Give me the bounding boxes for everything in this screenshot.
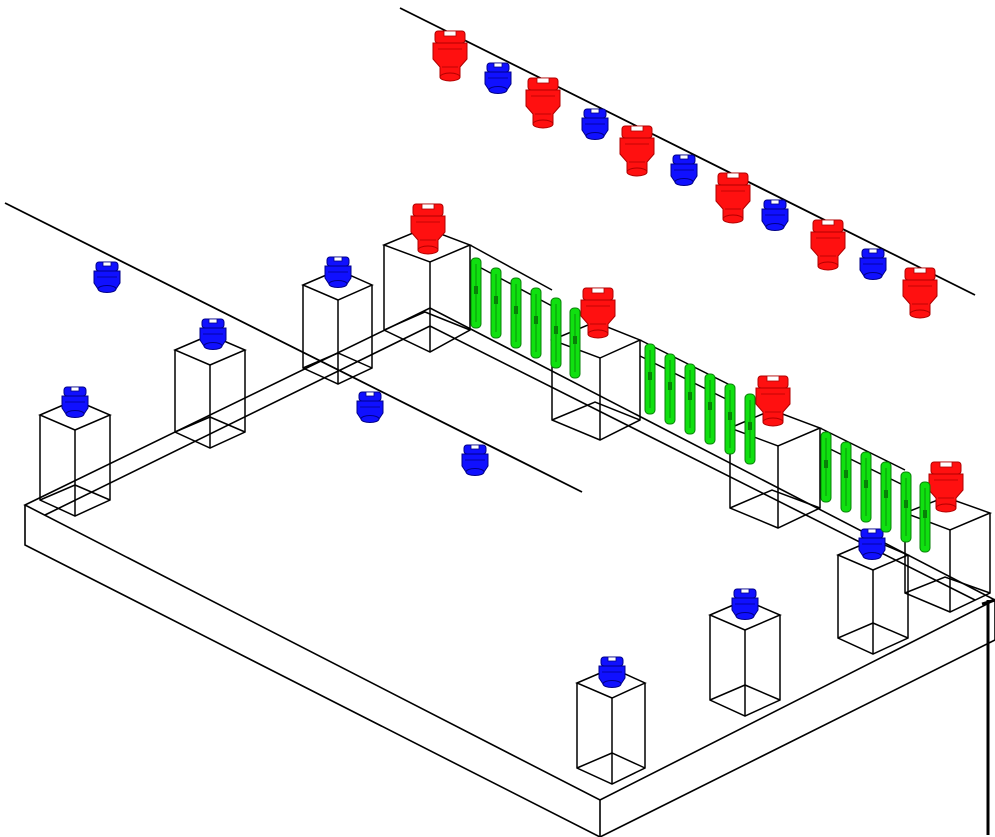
- led-bar-green-icon: [644, 343, 656, 415]
- led-bar-green-icon: [840, 441, 852, 513]
- spot-light-blue-icon: [199, 318, 227, 350]
- spot-light-blue-icon: [670, 154, 698, 186]
- led-bar-green-icon: [880, 461, 892, 533]
- led-bar-green-icon: [470, 257, 482, 329]
- spot-light-blue-icon: [356, 391, 384, 423]
- spot-light-blue-icon: [761, 199, 789, 231]
- led-bar-green-icon: [919, 481, 931, 553]
- stand-4: [381, 227, 473, 353]
- stand-7: [902, 496, 993, 613]
- led-bar-green-icon: [900, 471, 912, 543]
- spot-light-blue-icon: [93, 261, 121, 293]
- spot-light-blue-icon: [61, 386, 89, 418]
- led-bar-green-icon: [724, 383, 736, 455]
- led-bar-green-icon: [684, 363, 696, 435]
- spot-light-blue-icon: [858, 528, 886, 560]
- spot-light-blue-icon: [581, 108, 609, 140]
- stand-2: [173, 334, 247, 449]
- led-bar-green-icon: [744, 393, 756, 465]
- led-bar-green-icon: [550, 297, 562, 369]
- truss-lines: [4, 7, 976, 493]
- led-bar-green-icon: [569, 307, 581, 379]
- led-bar-green-icon: [704, 373, 716, 445]
- spot-light-blue-icon: [598, 656, 626, 688]
- led-bar-green-icon: [820, 431, 832, 503]
- spot-light-blue-icon: [484, 62, 512, 94]
- led-bar-green-icon: [664, 353, 676, 425]
- led-bar-green-icon: [860, 451, 872, 523]
- spot-light-blue-icon: [859, 248, 887, 280]
- spot-light-blue-icon: [461, 444, 489, 476]
- led-bar-green-icon: [510, 277, 522, 349]
- led-bar-green-icon: [530, 287, 542, 359]
- led-bar-green-icon: [490, 267, 502, 339]
- spot-light-blue-icon: [324, 256, 352, 288]
- right-edge-detail: [981, 598, 995, 835]
- spot-light-blue-icon: [731, 588, 759, 620]
